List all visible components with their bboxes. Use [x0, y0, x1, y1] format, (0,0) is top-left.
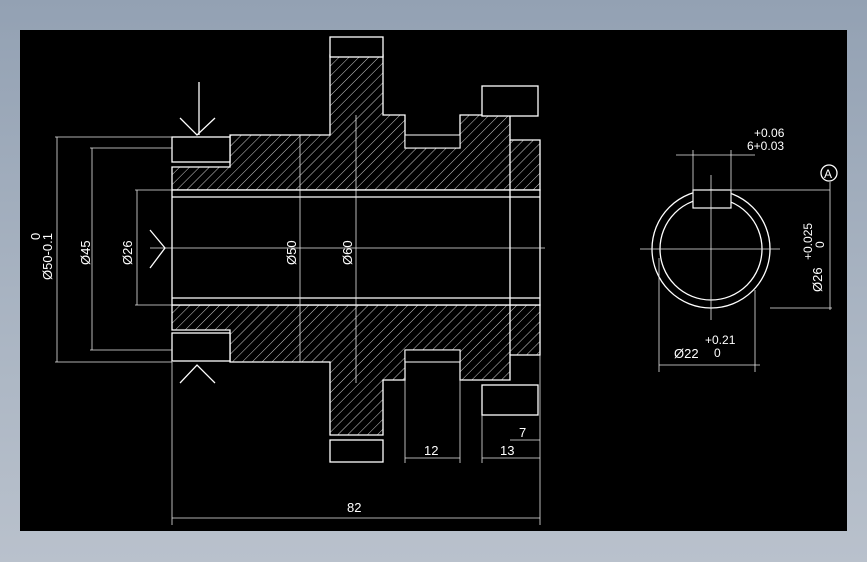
- dim-12: 12: [424, 443, 438, 458]
- dim-82: 82: [347, 500, 361, 515]
- datum-circle: [820, 164, 838, 182]
- collar-bottom-left: [171, 332, 231, 362]
- hub-tol-lower: 0: [714, 346, 721, 360]
- section-dimensions: [55, 115, 541, 525]
- dim-13: 13: [500, 443, 514, 458]
- surface-finish-top: [179, 117, 216, 136]
- bore-dia: Ø26: [810, 267, 825, 292]
- key-tol-upper: +0.06: [754, 126, 785, 140]
- gear-tooth-top: [329, 36, 384, 58]
- hub-bottom-right: [481, 384, 539, 416]
- dim-50-tol: Ø50-0.1: [40, 233, 55, 280]
- end-view-dimension-labels: +0.06 6+0.03 A +0.025 0 Ø26 +0.21 Ø22 0: [674, 126, 832, 361]
- hub-dia: Ø22: [674, 346, 699, 361]
- dim-50-inner: Ø50: [284, 240, 299, 265]
- dim-60: Ø60: [340, 240, 355, 265]
- dim-26: Ø26: [120, 240, 135, 265]
- hub-top-right: [481, 85, 539, 117]
- groove-bottom: [404, 349, 461, 363]
- section-dimension-labels: 0 Ø50-0.1 Ø45 Ø26 Ø50 Ø60 82 12 13 7: [28, 233, 526, 515]
- dim-50-tol-upper: 0: [28, 233, 43, 240]
- surface-finish-bottom: [179, 364, 216, 384]
- dim-7: 7: [519, 425, 526, 440]
- technical-drawing-svg: 0 Ø50-0.1 Ø45 Ø26 Ø50 Ø60 82 12 13 7 +0.…: [28, 36, 838, 525]
- dim-45: Ø45: [78, 240, 93, 265]
- bore-tol-lower: 0: [813, 241, 827, 248]
- drawing-canvas: 0 Ø50-0.1 Ø45 Ø26 Ø50 Ø60 82 12 13 7 +0.…: [20, 30, 847, 531]
- collar-top-left: [171, 136, 231, 163]
- datum-letter: A: [824, 167, 832, 181]
- keyway: [692, 189, 732, 209]
- gear-tooth-bottom: [329, 439, 384, 463]
- surface-finish-bore: [149, 229, 166, 269]
- key-width: 6+0.03: [747, 139, 784, 153]
- end-view: [640, 150, 838, 372]
- groove-top: [404, 134, 461, 149]
- bore-tol-upper: +0.025: [801, 223, 815, 260]
- hub-tol-upper: +0.21: [705, 333, 736, 347]
